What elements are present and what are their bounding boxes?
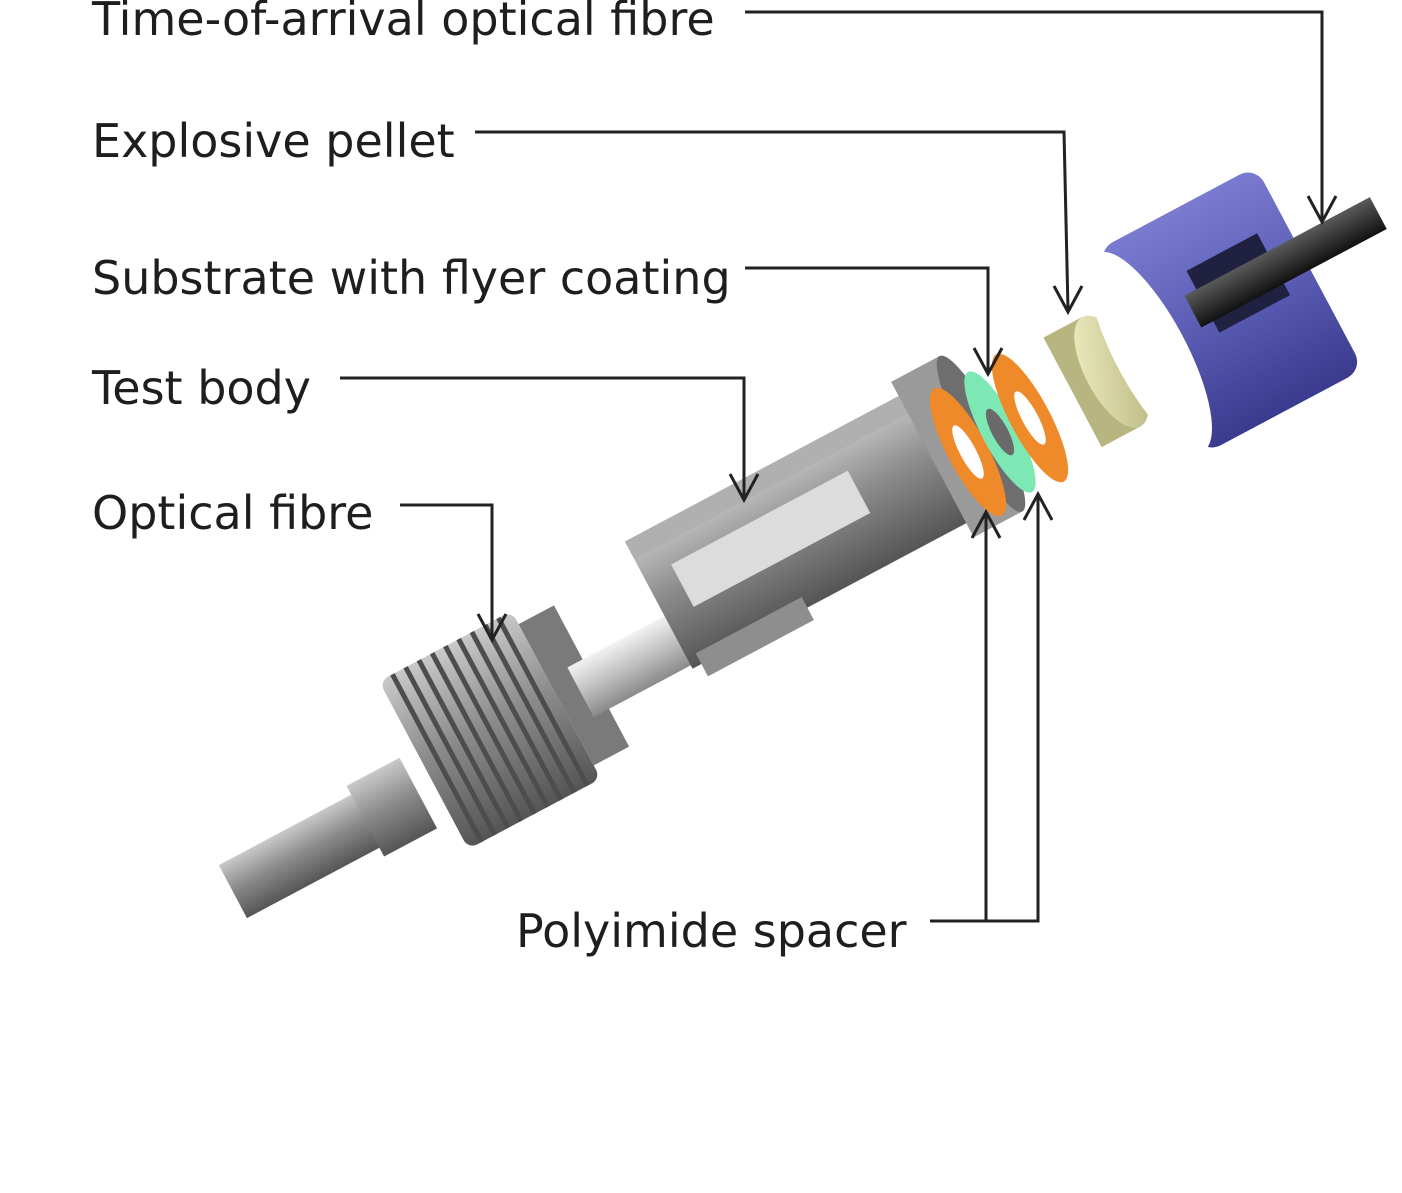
- leader-optical-fibre: [400, 503, 494, 638]
- arrowhead-test-body: [728, 473, 760, 504]
- arrowhead-substrate: [972, 347, 1004, 378]
- label-explosive-pellet: Explosive pellet: [92, 114, 455, 168]
- arrowhead-polyimide-spacer-1: [970, 508, 1002, 539]
- leader-explosive-pellet: [475, 130, 1070, 311]
- label-optical-fibre: Optical fibre: [92, 486, 374, 540]
- component-artwork: [218, 172, 1387, 919]
- polyimide-spacer-2: [991, 353, 1069, 483]
- substrate-disc: [964, 371, 1036, 493]
- explosive-pellet: [1043, 315, 1149, 448]
- arrowhead-polyimide-spacer-2: [1022, 490, 1054, 521]
- label-time-of-arrival-fibre: Time-of-arrival optical fibre: [92, 0, 715, 46]
- arrowhead-time-of-arrival: [1306, 195, 1338, 226]
- time-of-arrival-fibre: [1184, 197, 1387, 328]
- leader-lines: [340, 10, 1338, 923]
- label-polyimide-spacer: Polyimide spacer: [516, 904, 907, 958]
- leader-test-body: [340, 376, 746, 498]
- optical-fibre-connector: [382, 605, 630, 846]
- polyimide-spacer-1: [929, 387, 1007, 517]
- label-test-body: Test body: [92, 361, 311, 415]
- optical-fibre-cable: [218, 757, 438, 919]
- test-body: [624, 355, 1026, 677]
- leader-time-of-arrival: [745, 10, 1324, 220]
- leader-substrate: [745, 266, 990, 372]
- leader-polyimide-spacer: [930, 496, 1040, 923]
- label-substrate-flyer: Substrate with flyer coating: [92, 251, 731, 305]
- arrowhead-optical-fibre: [476, 613, 508, 644]
- arrowhead-explosive-pellet: [1052, 285, 1084, 316]
